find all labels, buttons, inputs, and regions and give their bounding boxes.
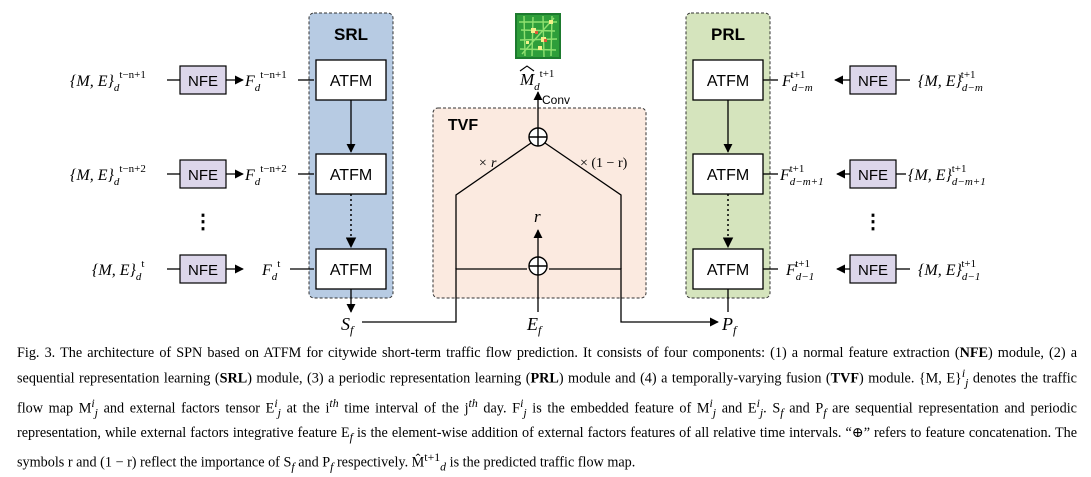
left-input-3: {M, E}dt <box>92 258 144 283</box>
sf-branch <box>455 142 532 269</box>
right-feature-1: Fd−mt+1 <box>781 69 813 94</box>
nfe-box-left-1 <box>179 65 227 95</box>
right-feature-2: Fd−m+1t+1 <box>779 163 824 188</box>
srl-atfm-2: ATFM <box>315 153 387 195</box>
srl-atfm-1: ATFM <box>315 59 387 101</box>
right-input-3: {M, E}d−1t+1 <box>918 258 980 283</box>
right-input-2: {M, E}d−m+1t+1 <box>908 163 986 188</box>
pf-wire <box>549 268 719 327</box>
bottom-concat-icon <box>528 256 548 276</box>
nfe-box-left-3 <box>179 254 227 284</box>
top-concat-icon <box>528 127 548 147</box>
traffic-heatmap-icon <box>515 13 561 59</box>
right-input-row-1: Fd−mt+1 NFE {M, E}d−mt+1 <box>763 65 983 95</box>
prl-panel-title: PRL <box>711 25 745 44</box>
sf-wire <box>362 268 527 323</box>
left-feature-2: Fdt−n+2 <box>244 163 287 188</box>
conv-label: Conv <box>542 93 570 107</box>
svg-text:NFE: NFE <box>858 262 888 279</box>
svg-text:NFE: NFE <box>188 73 218 90</box>
figure-caption: Fig. 3. The architecture of SPN based on… <box>17 343 1077 477</box>
left-feature-1: Fdt−n+1 <box>244 69 287 94</box>
caption-paragraph: Fig. 3. The architecture of SPN based on… <box>17 345 1078 474</box>
left-feature-3: Fdt <box>261 258 280 283</box>
left-input-row-2: {M, E}dt−n+2 NFE Fdt−n+2 <box>70 159 314 189</box>
prl-atfm-3: ATFM <box>692 248 764 290</box>
svg-text:ATFM: ATFM <box>330 73 372 90</box>
srl-panel-title: SRL <box>334 25 368 44</box>
left-input-2: {M, E}dt−n+2 <box>70 163 146 188</box>
left-input-row-1: {M, E}dt−n+1 NFE Fdt−n+1 <box>70 65 314 95</box>
weight-1mr-label: × (1 − r) <box>580 156 628 171</box>
sf-label: Sf <box>341 314 355 337</box>
svg-text:NFE: NFE <box>858 167 888 184</box>
prl-atfm-1: ATFM <box>692 59 764 101</box>
tvf-panel-title: TVF <box>448 117 478 134</box>
right-input-1: {M, E}d−mt+1 <box>918 69 983 94</box>
srl-atfm-3: ATFM <box>315 248 387 290</box>
svg-text:ATFM: ATFM <box>707 73 749 90</box>
weight-r-label: × r <box>478 156 497 171</box>
right-input-row-3: Fd−1t+1 NFE {M, E}d−1t+1 <box>763 254 980 284</box>
prediction-hat <box>519 65 535 72</box>
left-input-1: {M, E}dt−n+1 <box>70 69 146 94</box>
pf-label: Pf <box>721 314 738 337</box>
prediction-label: Mdt+1 <box>519 68 554 93</box>
r-label: r <box>534 207 541 226</box>
right-vertical-dots: ⋮ <box>863 211 883 233</box>
svg-text:NFE: NFE <box>188 262 218 279</box>
svg-text:ATFM: ATFM <box>707 262 749 279</box>
svg-text:ATFM: ATFM <box>330 167 372 184</box>
nfe-box-right-2 <box>849 159 897 189</box>
prl-atfm-2: ATFM <box>692 153 764 195</box>
ef-label: Ef <box>526 314 543 337</box>
architecture-diagram: SRL PRL TVF ATFM ATFM ATFM ATFM ATFM ATF… <box>70 12 986 337</box>
left-input-row-3: {M, E}dt NFE Fdt <box>92 254 314 284</box>
left-vertical-dots: ⋮ <box>193 211 213 233</box>
svg-text:NFE: NFE <box>858 73 888 90</box>
svg-text:NFE: NFE <box>188 167 218 184</box>
pf-branch <box>544 142 622 269</box>
right-input-row-2: Fd−m+1t+1 NFE {M, E}d−m+1t+1 <box>763 159 986 189</box>
svg-text:ATFM: ATFM <box>330 262 372 279</box>
tvf-panel <box>432 107 647 299</box>
svg-text:ATFM: ATFM <box>707 167 749 184</box>
right-feature-3: Fd−1t+1 <box>785 258 814 283</box>
